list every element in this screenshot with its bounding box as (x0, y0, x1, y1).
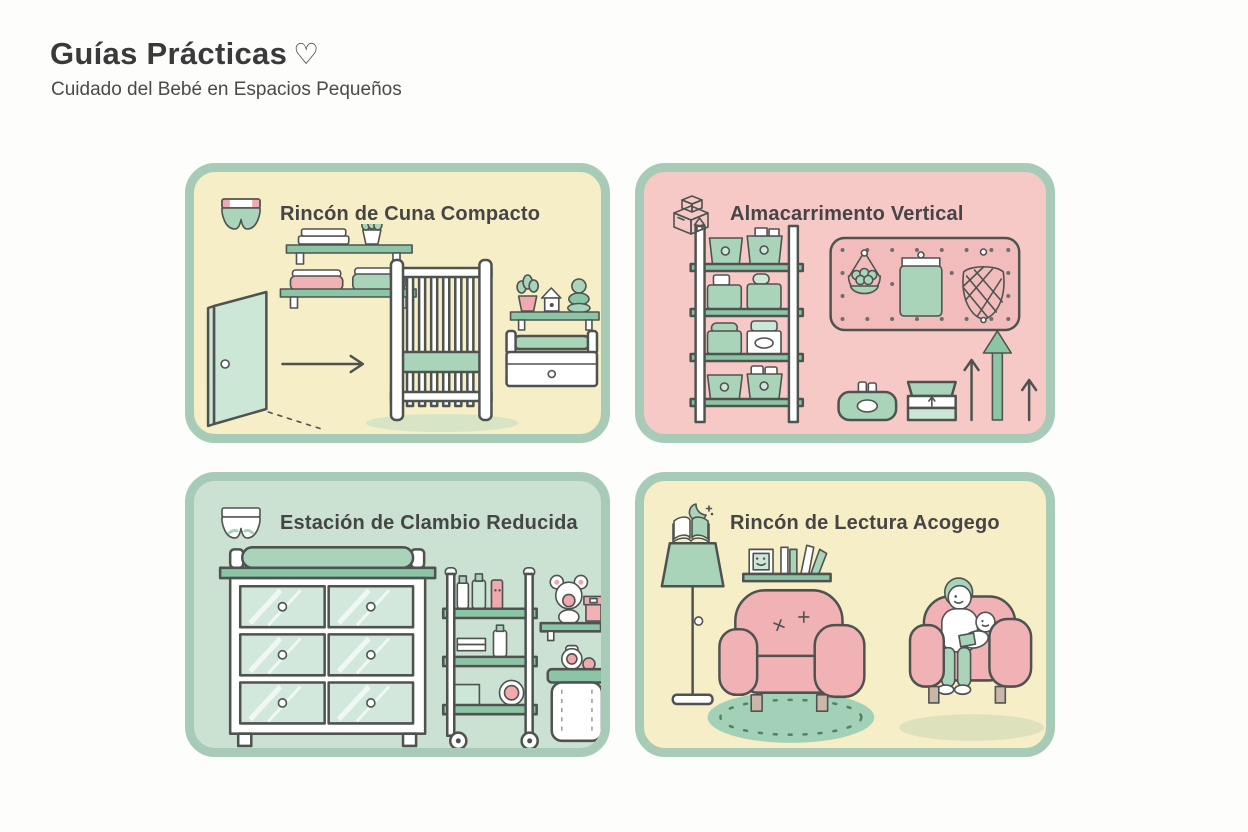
toddler-bed (505, 329, 599, 388)
crib-corner-illustration (194, 224, 601, 434)
parent-reading-armchair (899, 577, 1045, 741)
wipes-containers (837, 380, 957, 422)
panel-crib-corner-header: Rincón de Cuna Compacto (218, 186, 540, 242)
heart-icon: ♡ (293, 39, 320, 71)
rolling-cart (441, 566, 539, 748)
hanging-net-bag (962, 248, 1005, 324)
page-title: Guías Prácticas♡ (50, 36, 402, 72)
door (206, 290, 326, 431)
vertical-storage-illustration (644, 224, 1046, 434)
wall-shelf-books (285, 224, 413, 265)
crib (389, 258, 493, 422)
page-title-text: Guías Prácticas (50, 36, 288, 71)
shelving-unit (689, 224, 805, 424)
hanging-bag (899, 251, 943, 317)
book-moon-icon (672, 503, 714, 543)
panel-changing-station: Estación de Clambio Reducida (185, 472, 610, 757)
page-header: Guías Prácticas♡ Cuidado del Bebé en Esp… (50, 36, 402, 101)
reading-nook-illustration (644, 533, 1046, 748)
panel-vertical-storage-title: Almacarrimento Vertical (730, 202, 964, 225)
changing-station-illustration (194, 533, 601, 748)
panel-reading-nook-header: Rincón de Lectura Acogego (668, 495, 1000, 551)
storage-boxes-icon (673, 195, 709, 235)
floor-lamp (660, 541, 725, 706)
panel-crib-corner: Rincón de Cuna Compacto (185, 163, 610, 443)
changing-dresser (218, 546, 437, 748)
teddy-shelf (539, 574, 601, 642)
diaper-outline-icon (221, 507, 261, 539)
panel-vertical-storage: Almacarrimento Vertical (635, 163, 1055, 443)
pegboard (829, 236, 1021, 332)
panel-changing-station-title: Estación de Clambio Reducida (280, 511, 578, 534)
armchair (718, 589, 866, 712)
panel-reading-nook: Rincón de Lectura Acogego (635, 472, 1055, 757)
diaper-icon (221, 198, 261, 230)
panel-reading-nook-title: Rincón de Lectura Acogego (730, 511, 1000, 534)
panel-changing-station-header: Estación de Clambio Reducida (218, 495, 578, 551)
rug (707, 691, 875, 743)
panel-grid: Rincón de Cuna Compacto (185, 163, 1055, 757)
floor-shadow (365, 414, 519, 432)
bookshelf (742, 544, 832, 583)
panel-vertical-storage-header: Almacarrimento Vertical (668, 186, 964, 242)
hanging-basket (847, 249, 882, 295)
toy-shelf (509, 274, 600, 331)
up-arrows (963, 330, 1038, 422)
panel-crib-corner-title: Rincón de Cuna Compacto (280, 202, 541, 225)
page-subtitle: Cuidado del Bebé en Espacios Pequeños (51, 79, 402, 100)
arrow-icon (281, 354, 365, 374)
diaper-pail (546, 644, 601, 743)
